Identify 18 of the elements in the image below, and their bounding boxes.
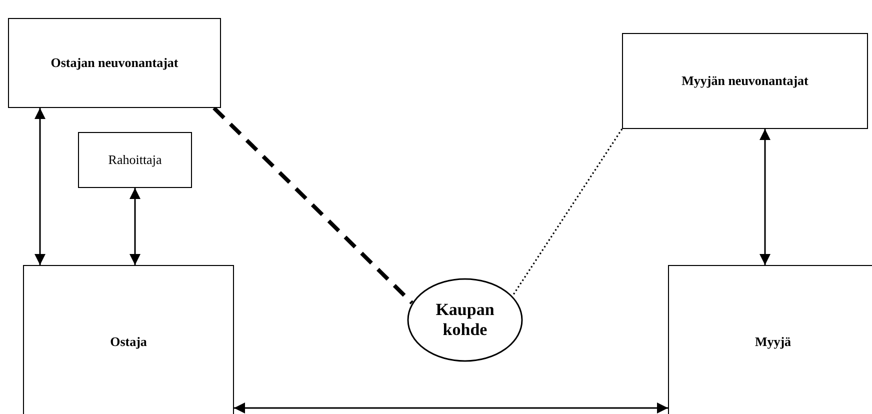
node-label: Myyjän neuvonantajat — [682, 73, 808, 89]
node-label: Rahoittaja — [108, 152, 162, 168]
process-box — [668, 265, 872, 414]
double-arrow — [130, 188, 140, 265]
process-box — [78, 132, 192, 188]
ellipse-node — [407, 278, 523, 362]
node-label: Kaupan kohde — [434, 300, 496, 340]
process-box — [8, 18, 221, 108]
double-arrow — [234, 402, 668, 414]
node-label: Ostaja — [110, 334, 147, 350]
double-arrow — [760, 129, 770, 265]
double-arrow — [34, 108, 46, 265]
process-box — [23, 265, 234, 414]
node-label: Ostajan neuvonantajat — [50, 55, 178, 71]
process-box — [622, 33, 868, 129]
node-label: Myyjä — [754, 334, 792, 350]
connector-line — [512, 128, 623, 296]
connector-line — [212, 106, 414, 304]
